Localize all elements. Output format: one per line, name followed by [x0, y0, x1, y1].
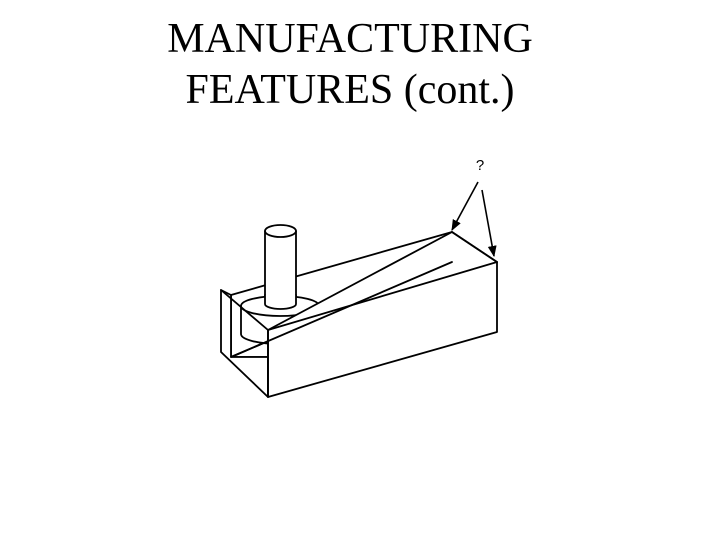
pin-top-face — [264, 224, 297, 238]
callout-arrow-left — [451, 181, 479, 231]
pin-shaft-base — [264, 294, 297, 310]
pin-shaft — [264, 230, 297, 301]
left-end-fold — [220, 289, 269, 331]
slide-title: MANUFACTURING FEATURES (cont.) — [0, 14, 700, 116]
fold-edge-front — [267, 261, 498, 331]
callout-arrow-right — [481, 189, 497, 258]
slide-title-line-2: FEATURES (cont.) — [185, 67, 515, 113]
slide-title-line-1: MANUFACTURING — [167, 16, 533, 62]
callout-label: ? — [476, 157, 484, 174]
